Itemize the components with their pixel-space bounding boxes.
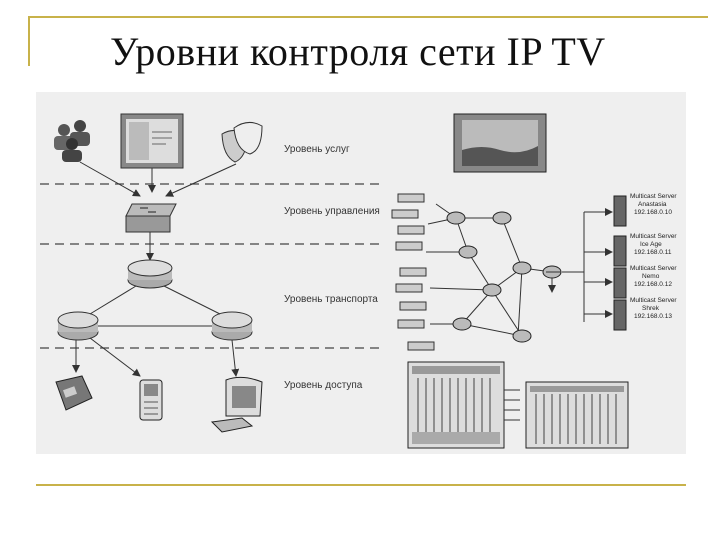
level-label-access: Уровень доступа: [284, 380, 363, 391]
server-name: Multicast Server: [630, 233, 677, 240]
network-diagram: Уровень услуг Уровень управления Уровень…: [36, 92, 686, 454]
cell-phone-icon: [139, 379, 163, 421]
level-label-management: Уровень управления: [284, 206, 380, 217]
rack-links: [504, 389, 520, 421]
multicast-server-ice-age: Multicast Server Ice Age 192.168.0.11: [613, 233, 677, 267]
router-icon: [57, 311, 99, 341]
multicast-server-shrek: Multicast Server Shrek 192.168.0.13: [613, 297, 677, 331]
multicast-server-nemo: Multicast Server Nemo 192.168.0.12: [613, 265, 677, 299]
server-title: Shrek: [642, 305, 660, 312]
footer-accent-line: [36, 484, 686, 486]
multicast-server-anastasia: Multicast Server Anastasia 192.168.0.10: [613, 193, 677, 227]
network-diagram-svg: Уровень услуг Уровень управления Уровень…: [40, 113, 677, 449]
mesh-routers: [446, 211, 562, 343]
level-label-services: Уровень услуг: [284, 144, 350, 155]
slide-title: Уровни контроля сети IP TV: [110, 29, 606, 74]
mobile-phone-icon: [55, 375, 93, 411]
theatre-masks-icon: [221, 122, 263, 163]
server-title: Anastasia: [638, 201, 667, 208]
level-label-transport: Уровень транспорта: [284, 294, 378, 305]
server-name: Multicast Server: [630, 297, 677, 304]
server-ip: 192.168.0.13: [634, 313, 672, 320]
server-title: Ice Age: [640, 241, 662, 248]
device-stack: [391, 193, 435, 351]
switch-icon: [125, 203, 177, 233]
title-accent-horizontal: [28, 16, 708, 18]
server-links: [546, 208, 613, 322]
server-ip: 192.168.0.11: [634, 249, 672, 256]
tv-screen-icon: [453, 113, 547, 173]
server-name: Multicast Server: [630, 193, 677, 200]
mesh-links: [426, 203, 553, 337]
router-icon: [127, 259, 173, 289]
server-name: Multicast Server: [630, 265, 677, 272]
web-screen-icon: [120, 113, 184, 169]
server-ip: 192.168.0.12: [634, 281, 672, 288]
computer-icon: [210, 376, 263, 433]
access-rack-right: [525, 381, 629, 449]
server-ip: 192.168.0.10: [634, 209, 672, 216]
access-rack-left: [407, 361, 505, 449]
title-accent-vertical: [28, 16, 30, 66]
users-icon: [54, 120, 90, 162]
router-icon: [211, 311, 253, 341]
server-title: Nemo: [642, 273, 660, 280]
